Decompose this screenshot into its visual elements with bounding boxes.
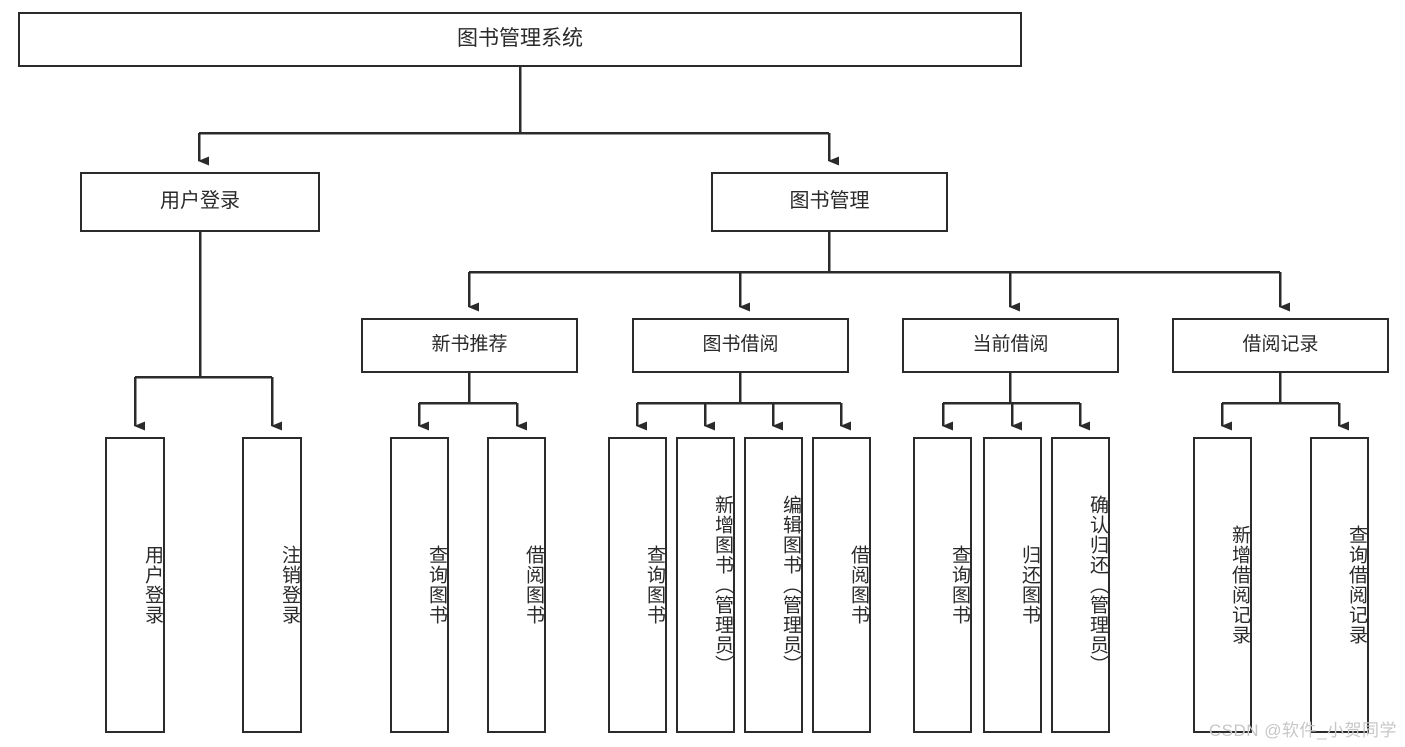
node-leaf-edit-book[interactable]: 编辑图书（管理员） (744, 437, 803, 733)
node-label: 注销登录 (279, 545, 300, 625)
node-leaf-borrow-book-1[interactable]: 借阅图书 (487, 437, 546, 733)
node-label: 查询图书 (949, 545, 970, 625)
node-leaf-user-login[interactable]: 用户登录 (105, 437, 165, 733)
node-leaf-logout[interactable]: 注销登录 (242, 437, 302, 733)
node-label: 借阅图书 (523, 545, 544, 625)
node-leaf-query-book-1[interactable]: 查询图书 (390, 437, 449, 733)
node-leaf-query-book-3[interactable]: 查询图书 (913, 437, 972, 733)
node-leaf-query-record[interactable]: 查询借阅记录 (1310, 437, 1369, 733)
node-label: 用户登录 (160, 190, 240, 213)
node-new-book-rec[interactable]: 新书推荐 (361, 318, 578, 373)
node-user-login[interactable]: 用户登录 (80, 172, 320, 232)
node-label: 新增图书（管理员） (712, 495, 733, 675)
node-label: 图书借阅 (702, 334, 779, 356)
node-label: 图书管理 (789, 190, 870, 213)
node-label: 借阅记录 (1242, 334, 1319, 356)
node-leaf-add-book[interactable]: 新增图书（管理员） (676, 437, 735, 733)
node-leaf-confirm-return[interactable]: 确认归还（管理员） (1051, 437, 1110, 733)
node-label: 查询借阅记录 (1346, 525, 1367, 645)
node-label: 新书推荐 (431, 334, 508, 356)
node-label: 用户登录 (142, 545, 163, 625)
node-label: 新增借阅记录 (1229, 525, 1250, 645)
node-leaf-add-record[interactable]: 新增借阅记录 (1193, 437, 1252, 733)
node-label: 图书管理系统 (457, 27, 583, 51)
node-book-manage[interactable]: 图书管理 (711, 172, 948, 232)
node-leaf-return-book[interactable]: 归还图书 (983, 437, 1042, 733)
node-book-borrow[interactable]: 图书借阅 (632, 318, 849, 373)
node-label: 归还图书 (1019, 545, 1040, 625)
node-label: 借阅图书 (848, 545, 869, 625)
node-label: 确认归还（管理员） (1087, 495, 1108, 675)
node-borrow-record[interactable]: 借阅记录 (1172, 318, 1389, 373)
node-leaf-query-book-2[interactable]: 查询图书 (608, 437, 667, 733)
node-label: 编辑图书（管理员） (780, 495, 801, 675)
node-current-borrow[interactable]: 当前借阅 (902, 318, 1119, 373)
node-label: 当前借阅 (972, 334, 1049, 356)
node-root-book-management-system[interactable]: 图书管理系统 (18, 12, 1022, 67)
node-label: 查询图书 (644, 545, 665, 625)
node-label: 查询图书 (426, 545, 447, 625)
node-leaf-borrow-book-2[interactable]: 借阅图书 (812, 437, 871, 733)
